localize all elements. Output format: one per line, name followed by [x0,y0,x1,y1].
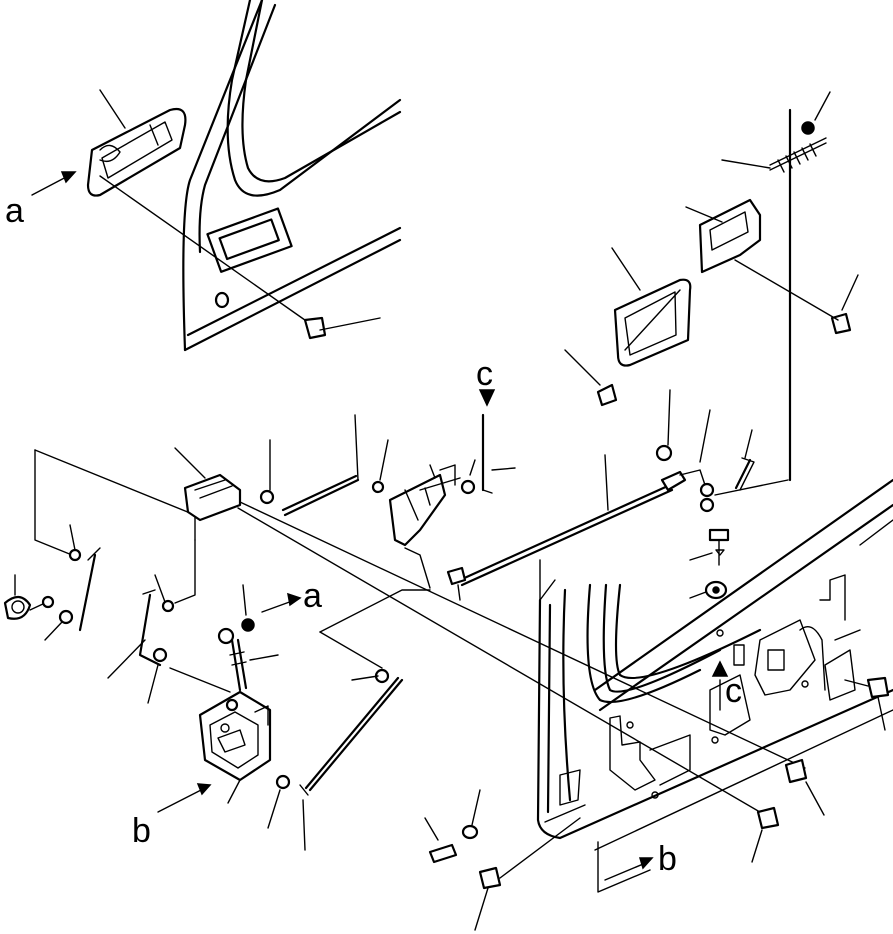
callout-label-a-mid: a [303,577,322,615]
cab-body-lower-right: c b [424,478,893,931]
callout-label-b-lower-right: b [658,840,677,878]
linkage-rods: c [281,355,789,601]
leader-lines-long [237,501,806,816]
callout-a-top-left: a [5,171,77,230]
left-latch-assembly: a b [3,439,431,851]
callout-label-b-lower-left: b [132,812,151,850]
screw-upper-left [99,175,381,340]
door-frame-upper-left [182,0,402,352]
door-handle-left [86,89,187,197]
callout-label-a-top-left: a [5,192,24,230]
callout-label-c-right: c [725,672,742,710]
door-handle-right-assembly [564,91,859,482]
callout-label-c-top: c [476,355,493,393]
